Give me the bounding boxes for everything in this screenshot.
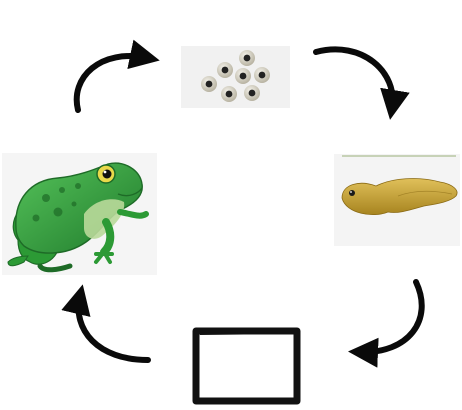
frog-eggs-image bbox=[201, 50, 270, 102]
empty-answer-box[interactable] bbox=[192, 327, 301, 405]
adult-frog-stage bbox=[2, 153, 157, 275]
tadpole-image bbox=[341, 178, 458, 215]
egg bbox=[244, 85, 260, 101]
frog-image bbox=[7, 162, 149, 273]
arrow-tadpole-to-missing bbox=[348, 279, 425, 368]
egg bbox=[201, 76, 217, 92]
egg bbox=[239, 50, 255, 66]
egg bbox=[217, 62, 233, 78]
eggs-stage bbox=[181, 46, 290, 108]
missing-stage bbox=[192, 327, 301, 405]
arrow-missing-to-frog bbox=[61, 284, 151, 363]
arrow-frog-to-eggs bbox=[73, 39, 160, 113]
arrow-eggs-to-tadpole bbox=[313, 46, 410, 120]
tadpole-eye bbox=[349, 190, 355, 196]
cycle-arrows bbox=[61, 39, 425, 368]
egg bbox=[254, 67, 270, 83]
egg bbox=[235, 68, 251, 84]
tadpole-stage bbox=[334, 154, 460, 246]
egg bbox=[221, 86, 237, 102]
